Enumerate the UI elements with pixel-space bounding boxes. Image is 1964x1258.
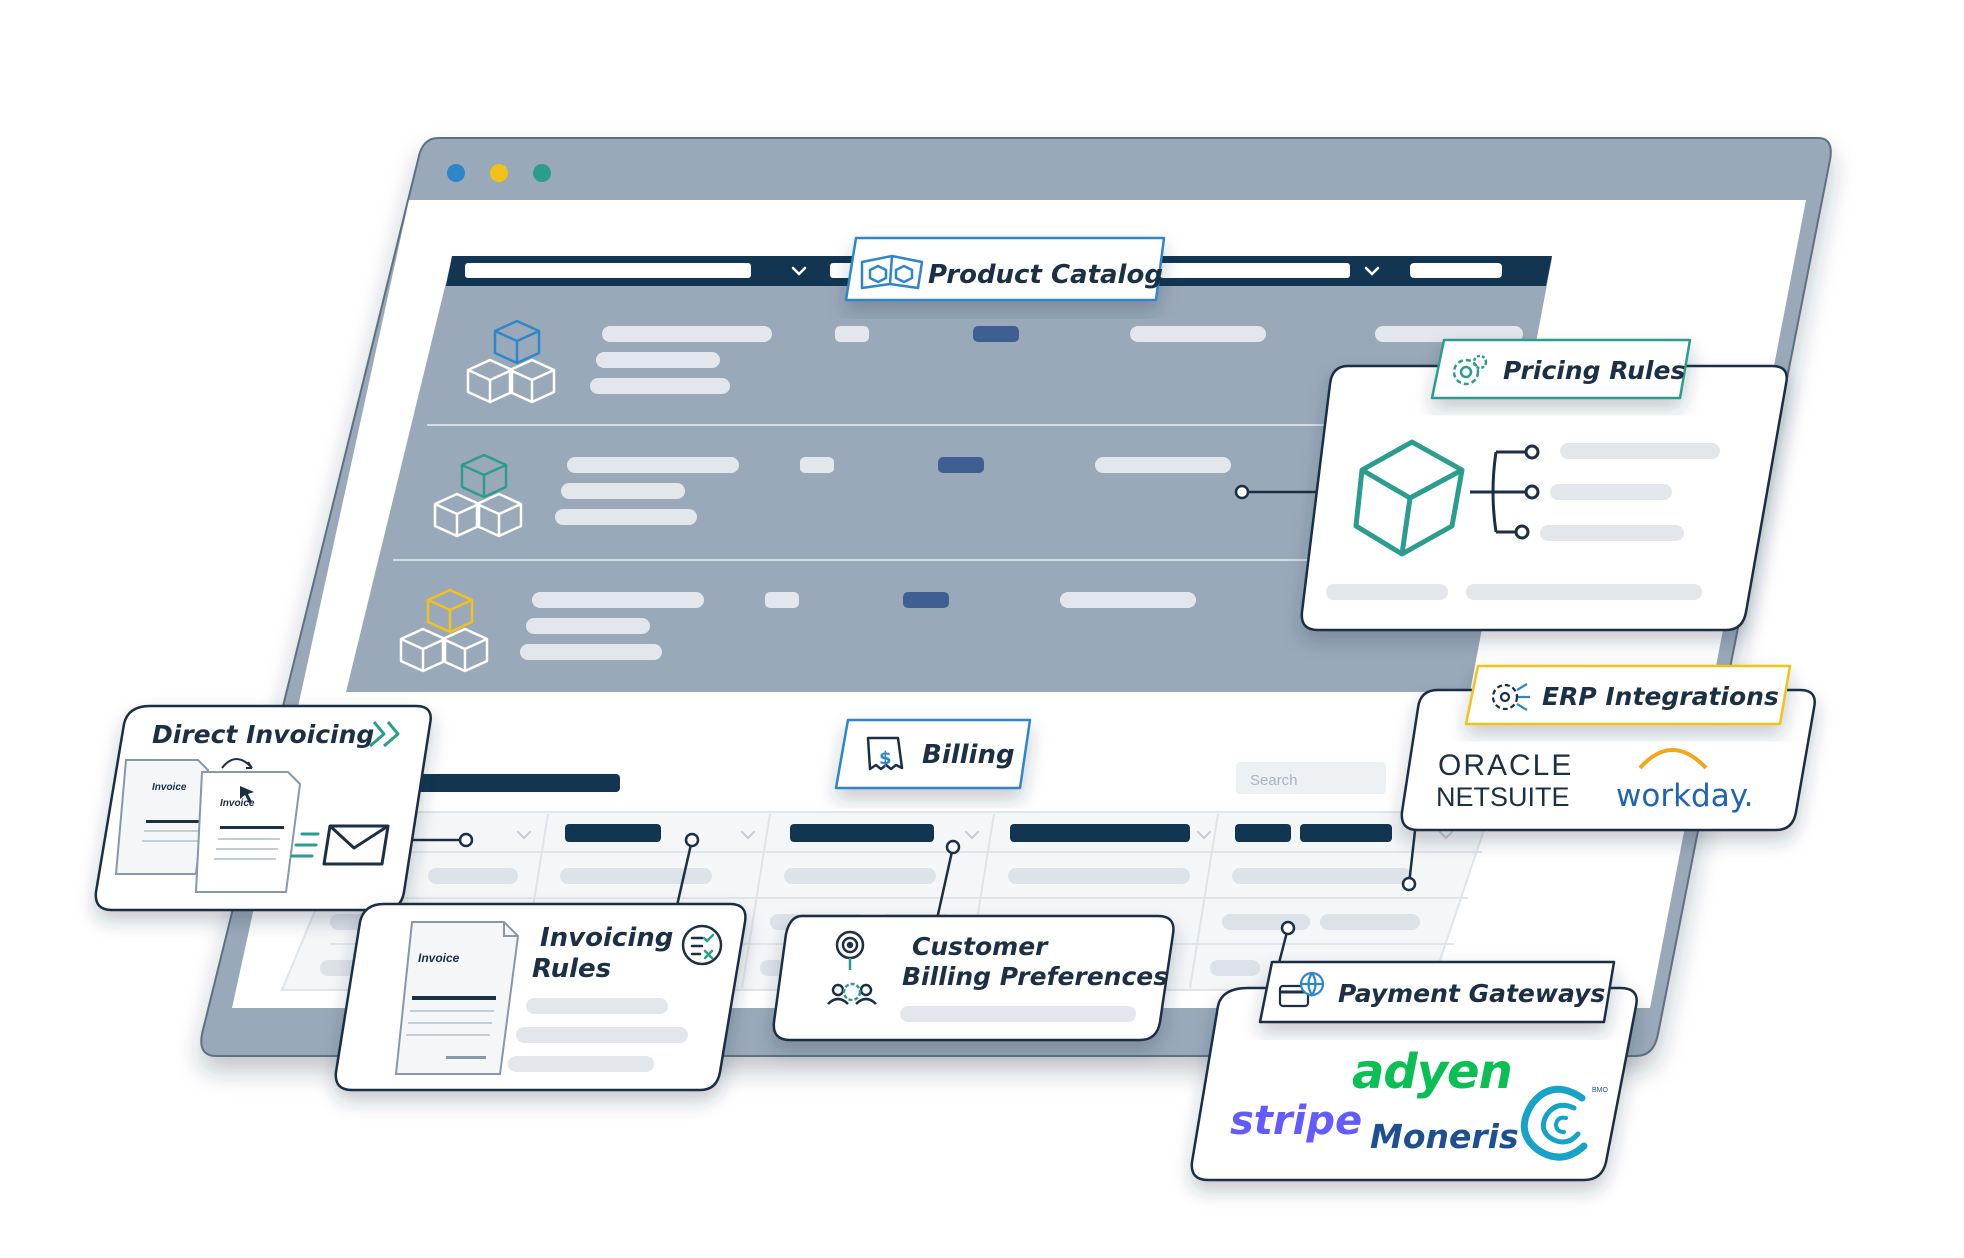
target-people-icon — [827, 930, 877, 1005]
adyen-logo: adyen — [1352, 1044, 1512, 1100]
window-dot-green[interactable] — [533, 164, 551, 182]
rotate-arrow-icon — [221, 758, 253, 769]
payment-gateways-label[interactable] — [1258, 960, 1616, 1024]
filter-select-1[interactable] — [465, 263, 751, 278]
chevron-down-icon — [965, 831, 979, 840]
customer-billing-title-line1: Customer — [912, 932, 1049, 961]
boxes-icon — [466, 319, 556, 404]
workday-logo: workday. — [1616, 778, 1753, 814]
workday-arc — [1638, 748, 1708, 770]
product-row[interactable] — [433, 453, 1231, 538]
billing-title: Billing — [922, 740, 1015, 770]
pricing-rules-title: Pricing Rules — [1503, 356, 1685, 385]
chevron-down-icon[interactable] — [1364, 266, 1380, 276]
product-row[interactable] — [466, 319, 1523, 404]
netsuite-logo: NETSUITE — [1436, 782, 1570, 812]
column-header-5[interactable] — [1235, 824, 1291, 842]
gear-network-icon — [1491, 683, 1530, 711]
pricing-rules-label[interactable] — [1430, 338, 1692, 400]
svg-text:Invoice: Invoice — [220, 798, 255, 809]
direct-invoicing-title: Direct Invoicing — [152, 720, 374, 749]
erp-integrations-title: ERP Integrations — [1542, 682, 1779, 711]
column-header-3[interactable] — [790, 824, 934, 842]
connector-lines — [412, 484, 1418, 999]
moneris-logo: Moneris — [1370, 1117, 1519, 1156]
direct-invoicing-card[interactable]: Direct Invoicing Invoice Invoice — [94, 704, 432, 912]
svg-text:Invoice: Invoice — [152, 782, 187, 793]
stripe-logo: stripe — [1230, 1098, 1362, 1144]
cursor-icon — [240, 786, 254, 803]
column-header-4[interactable] — [1010, 824, 1190, 842]
product-catalog-title: Product Catalog — [928, 260, 1163, 290]
oracle-logo: ORACLE — [1438, 749, 1573, 782]
invoicing-rules-card[interactable]: Invoice Invoicing Rules — [334, 902, 747, 1092]
customer-billing-card[interactable]: Customer Billing Preferences — [772, 914, 1175, 1042]
window-dot-blue[interactable] — [447, 164, 465, 182]
chevron-down-icon — [1439, 831, 1453, 840]
window-dot-yellow[interactable] — [490, 164, 508, 182]
column-header-2[interactable] — [565, 824, 661, 842]
open-book-icon — [860, 254, 924, 290]
product-catalog-label[interactable] — [844, 236, 1166, 302]
pricing-rules-card[interactable] — [1300, 364, 1788, 632]
boxes-icon — [399, 588, 489, 673]
package-icon — [1353, 439, 1465, 557]
receipt-dollar-icon: $ — [866, 736, 904, 771]
card-globe-icon — [1278, 971, 1325, 1008]
svg-text:Invoice: Invoice — [418, 951, 460, 965]
search-placeholder: Search — [1250, 772, 1298, 789]
payment-gateways-card[interactable]: adyen stripe Moneris BMO — [1190, 986, 1638, 1182]
chevron-down-icon — [1197, 831, 1211, 840]
payment-gateways-title: Payment Gateways — [1338, 979, 1605, 1008]
moneris-swirl-icon — [1520, 1085, 1588, 1161]
gear-cog-icon — [1452, 354, 1488, 386]
double-chevron-right-icon — [369, 721, 400, 748]
customer-billing-title-line2: Billing Preferences — [902, 962, 1168, 991]
boxes-icon — [433, 453, 523, 538]
filter-select-4[interactable] — [1410, 263, 1502, 278]
svg-text:$: $ — [879, 748, 892, 769]
invoice-document: Invoice — [114, 759, 210, 875]
column-header-6[interactable] — [1300, 824, 1392, 842]
chevron-down-icon — [517, 831, 531, 840]
invoicing-rules-title-line1: Invoicing — [540, 923, 673, 953]
product-table — [346, 256, 1552, 692]
chevron-down-icon[interactable] — [791, 266, 807, 276]
moneris-bmo-mark: BMO — [1592, 1087, 1609, 1094]
branch-connector-icon — [1470, 444, 1540, 540]
chevron-down-icon — [741, 831, 755, 840]
product-row[interactable] — [399, 588, 1196, 673]
erp-integrations-label[interactable] — [1464, 664, 1792, 726]
checklist-circle-icon — [681, 924, 723, 966]
search-input[interactable] — [1236, 762, 1386, 794]
invoicing-rules-title-line2: Rules — [532, 954, 611, 984]
envelope-icon — [322, 824, 390, 866]
invoice-document: Invoice — [394, 921, 520, 1075]
billing-table-title-bar — [400, 774, 620, 792]
invoice-document: Invoice — [194, 771, 302, 893]
filter-select-3[interactable] — [1160, 263, 1350, 278]
